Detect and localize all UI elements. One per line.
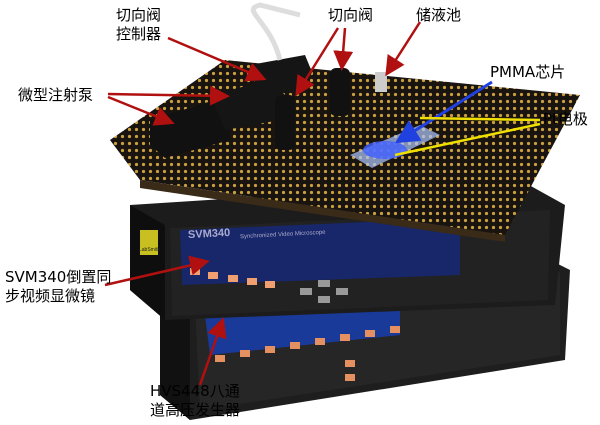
label-valve: 切向阀 — [328, 6, 374, 24]
chip-arrow — [394, 80, 493, 144]
microscope-model-label: SVM340 — [187, 226, 231, 242]
label-pmma-chip: PMMA芯片 — [490, 63, 566, 81]
label-syringe-pump: 微型注射泵 — [18, 86, 94, 104]
brand-label: LabSmith — [139, 247, 161, 253]
label-reservoir: 储液池 — [416, 6, 462, 24]
label-line: 步视频显微镜 — [5, 287, 96, 305]
label-hv-generator: HVS448八通道高压发生器 — [150, 382, 240, 420]
label-line: HVS448八通 — [150, 382, 240, 400]
tubing — [250, 2, 301, 61]
label-line: 切向阀 — [116, 6, 162, 24]
reservoir-vial — [375, 72, 387, 92]
electrode-lines — [394, 116, 541, 157]
label-microscope: SVM340倒置同步视频显微镜 — [5, 268, 111, 306]
valves — [275, 68, 350, 150]
label-pt-electrode: Pt电极 — [543, 110, 588, 128]
label-line: 控制器 — [116, 25, 162, 43]
label-line: SVM340倒置同 — [5, 268, 112, 286]
annotation-arrows — [104, 21, 422, 386]
label-line: 道高压发生器 — [150, 401, 241, 419]
label-valve-controller: 切向阀控制器 — [116, 6, 161, 44]
